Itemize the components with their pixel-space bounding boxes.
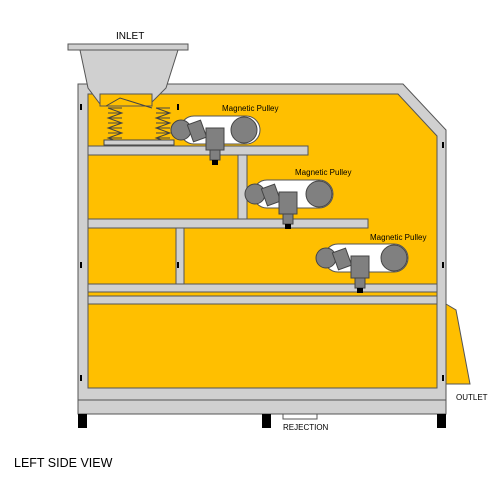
rejection-port [282,413,318,420]
magnetic-pulley-label-1: Magnetic Pulley [222,104,278,113]
hinge-marks [80,104,444,381]
magnetic-pulley-unit-3 [315,243,409,293]
rejection-label: REJECTION [283,423,329,432]
shelf-3 [87,283,438,293]
shelf-2-support-a [175,227,185,285]
magnetic-pulley-label-2: Magnetic Pulley [295,168,351,177]
base-plate [77,399,447,415]
magnetic-pulley-unit-1 [170,115,261,165]
cabinet-interior [87,93,438,389]
cabinet-legs [78,414,446,428]
shelf-1-support [237,154,248,220]
outlet-chute [445,303,471,385]
magnetic-pulley-label-3: Magnetic Pulley [370,233,426,242]
shelf-2 [87,218,369,229]
outlet-label: OUTLET [456,393,488,402]
view-caption: LEFT SIDE VIEW [14,456,113,470]
magnetic-pulley-unit-2 [244,179,334,229]
inlet-label: INLET [116,31,144,42]
shelf-1 [87,145,309,156]
shelf-4 [87,295,438,305]
vibrator-springs [103,97,175,146]
